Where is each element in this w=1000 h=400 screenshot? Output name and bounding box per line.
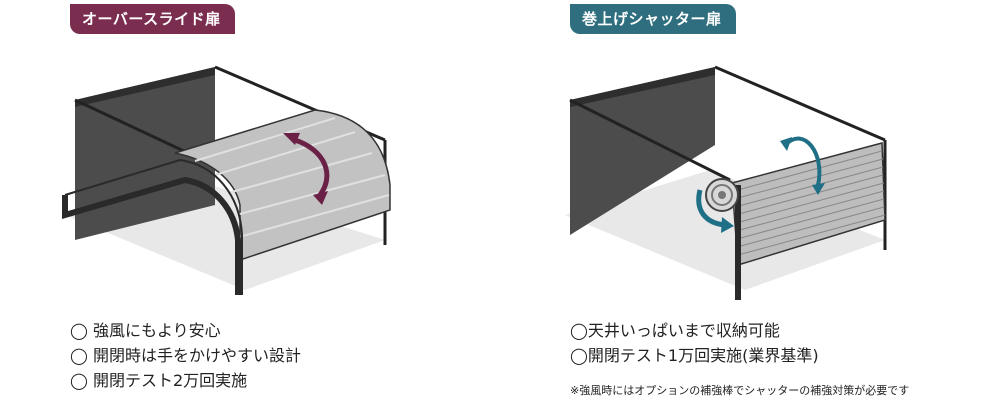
over-slide-features: ◯ 強風にもより安心 ◯ 開閉時は手をかけやすい設計 ◯ 開閉テスト2万回実施 <box>70 318 301 393</box>
back-wall <box>570 67 715 235</box>
roll-arrow-icon <box>696 189 734 233</box>
shutter-features: ◯天井いっぱいまで収納可能 ◯開閉テスト1万回実施(業界基準) <box>570 318 819 368</box>
shutter-roll-icon <box>705 178 739 212</box>
feature-item: ◯ 強風にもより安心 <box>70 321 221 340</box>
over-slide-panel: オーバースライド扉 ◯ 強風にもより安心 ◯ 開閉時は手をかけやすい設 <box>62 4 391 393</box>
feature-item: ◯ 開閉時は手をかけやすい設計 <box>70 346 301 365</box>
shutter-panel: 巻上げシャッター扉 <box>500 0 1000 400</box>
shutter-badge: 巻上げシャッター扉 <box>570 4 736 34</box>
feature-item: ◯天井いっぱいまで収納可能 <box>570 321 780 340</box>
curved-arrow-icon <box>780 136 825 195</box>
back-wall <box>75 67 215 240</box>
front-frame <box>62 176 241 295</box>
feature-item: ◯ 開閉テスト2万回実施 <box>70 371 248 390</box>
door-panel <box>174 109 391 262</box>
shutter-illustration <box>565 65 887 300</box>
feature-item: ◯開閉テスト1万回実施(業界基準) <box>570 346 819 365</box>
over-slide-badge: オーバースライド扉 <box>70 4 235 34</box>
over-slide-illustration <box>62 65 391 295</box>
shutter-slats <box>731 142 886 266</box>
shutter-note: ※強風時にはオプションの補強棒でシャッターの補強対策が必要です <box>570 384 910 397</box>
rotate-arrow-icon <box>283 133 330 205</box>
